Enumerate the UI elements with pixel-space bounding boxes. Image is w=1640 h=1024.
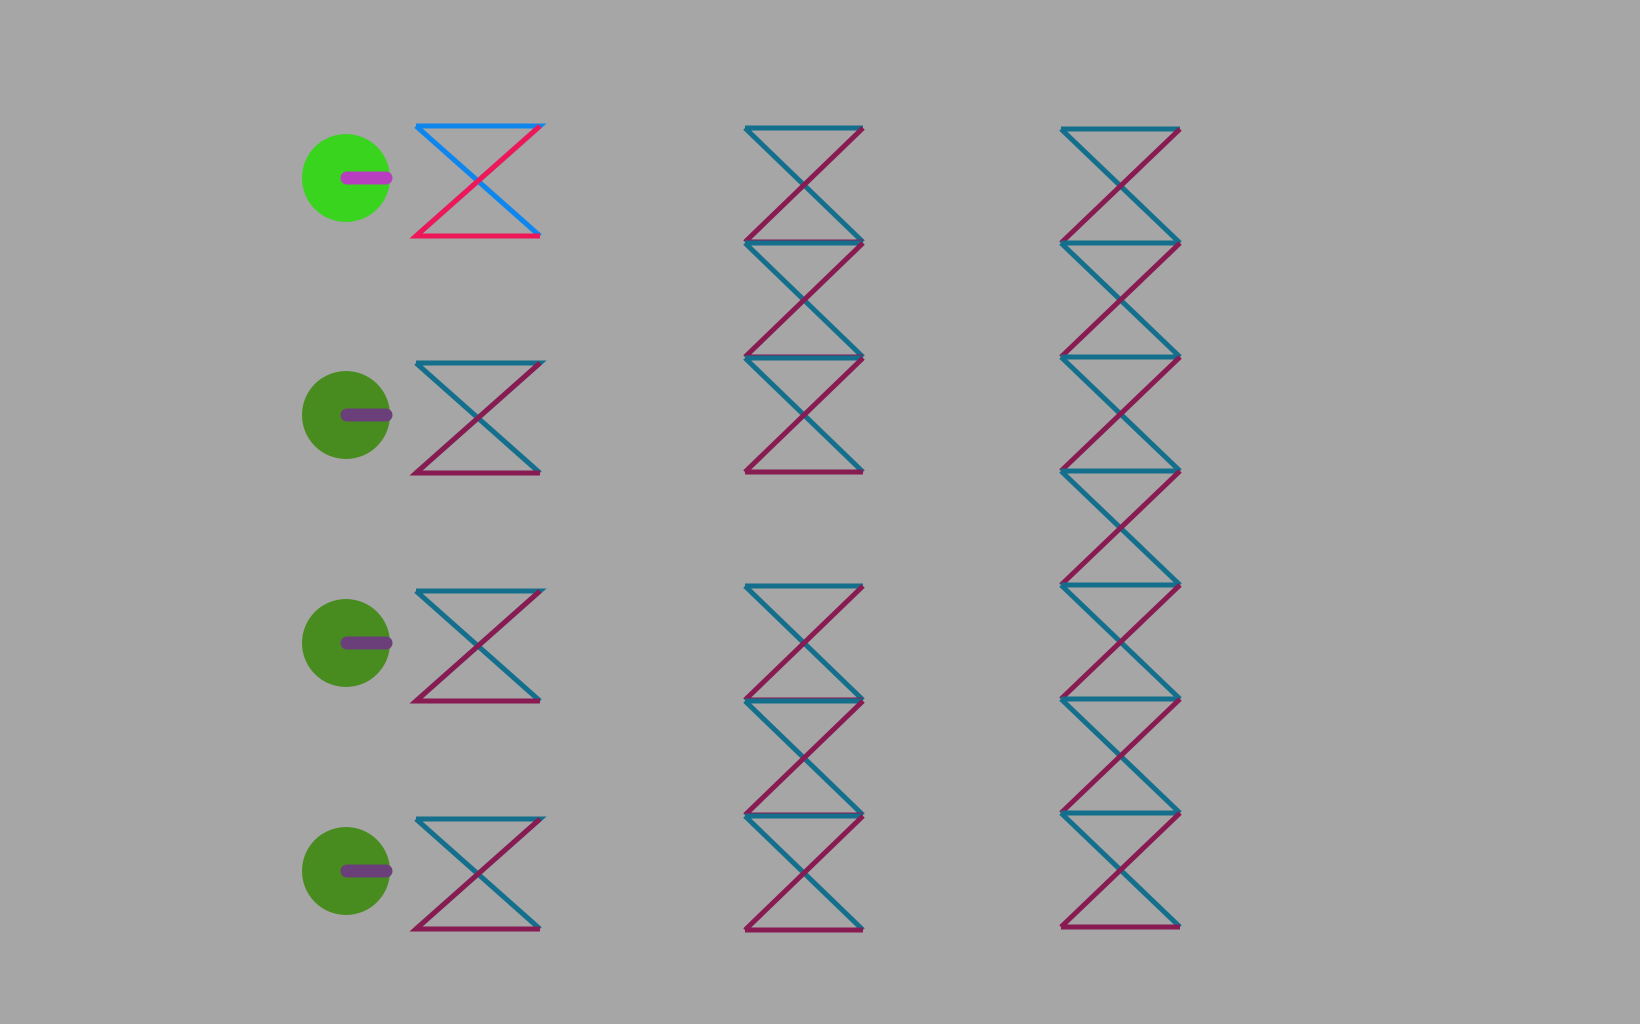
option-row-3[interactable] bbox=[302, 588, 547, 704]
option-list bbox=[302, 123, 547, 932]
bowtie-bottom-stroke bbox=[409, 817, 542, 932]
bowtie-bottom-stroke bbox=[409, 589, 542, 704]
stacked-right-diagonal bbox=[743, 126, 865, 244]
stacked-hourglass bbox=[743, 813, 865, 933]
stack-2-bottom[interactable] bbox=[743, 583, 865, 933]
knob-icon[interactable] bbox=[302, 599, 393, 687]
hourglass-icon[interactable] bbox=[409, 123, 547, 239]
stacked-right-diagonal bbox=[743, 241, 865, 359]
bowtie-bottom-stroke bbox=[409, 361, 542, 476]
knob-icon[interactable] bbox=[302, 827, 393, 915]
hourglass-icon[interactable] bbox=[409, 588, 547, 704]
option-row-4[interactable] bbox=[302, 816, 547, 932]
knob-icon[interactable] bbox=[302, 371, 393, 459]
stacked-right-diagonal bbox=[743, 699, 865, 817]
stacked-hourglass bbox=[1059, 810, 1182, 930]
stacked-right-diagonal bbox=[1059, 469, 1182, 587]
stacked-right-diagonal bbox=[1059, 811, 1182, 929]
option-row-1[interactable] bbox=[302, 123, 547, 239]
stacked-right-diagonal bbox=[743, 814, 865, 932]
knob-icon[interactable] bbox=[302, 134, 393, 222]
stack-7[interactable] bbox=[1059, 126, 1182, 930]
hourglass-icon[interactable] bbox=[409, 360, 547, 476]
stacked-right-diagonal bbox=[743, 356, 865, 474]
bowtie-bottom-stroke bbox=[409, 124, 542, 239]
stack-area bbox=[743, 125, 1182, 933]
stacked-right-diagonal bbox=[1059, 355, 1182, 473]
stacked-right-diagonal bbox=[743, 584, 865, 702]
stacked-right-diagonal bbox=[1059, 241, 1182, 359]
stacked-right-diagonal bbox=[1059, 697, 1182, 815]
stack-2-top[interactable] bbox=[743, 125, 865, 475]
stacked-hourglass bbox=[743, 355, 865, 475]
stacked-right-diagonal bbox=[1059, 127, 1182, 245]
hourglass-icon[interactable] bbox=[409, 816, 547, 932]
stacked-right-diagonal bbox=[1059, 583, 1182, 701]
option-row-2[interactable] bbox=[302, 360, 547, 476]
